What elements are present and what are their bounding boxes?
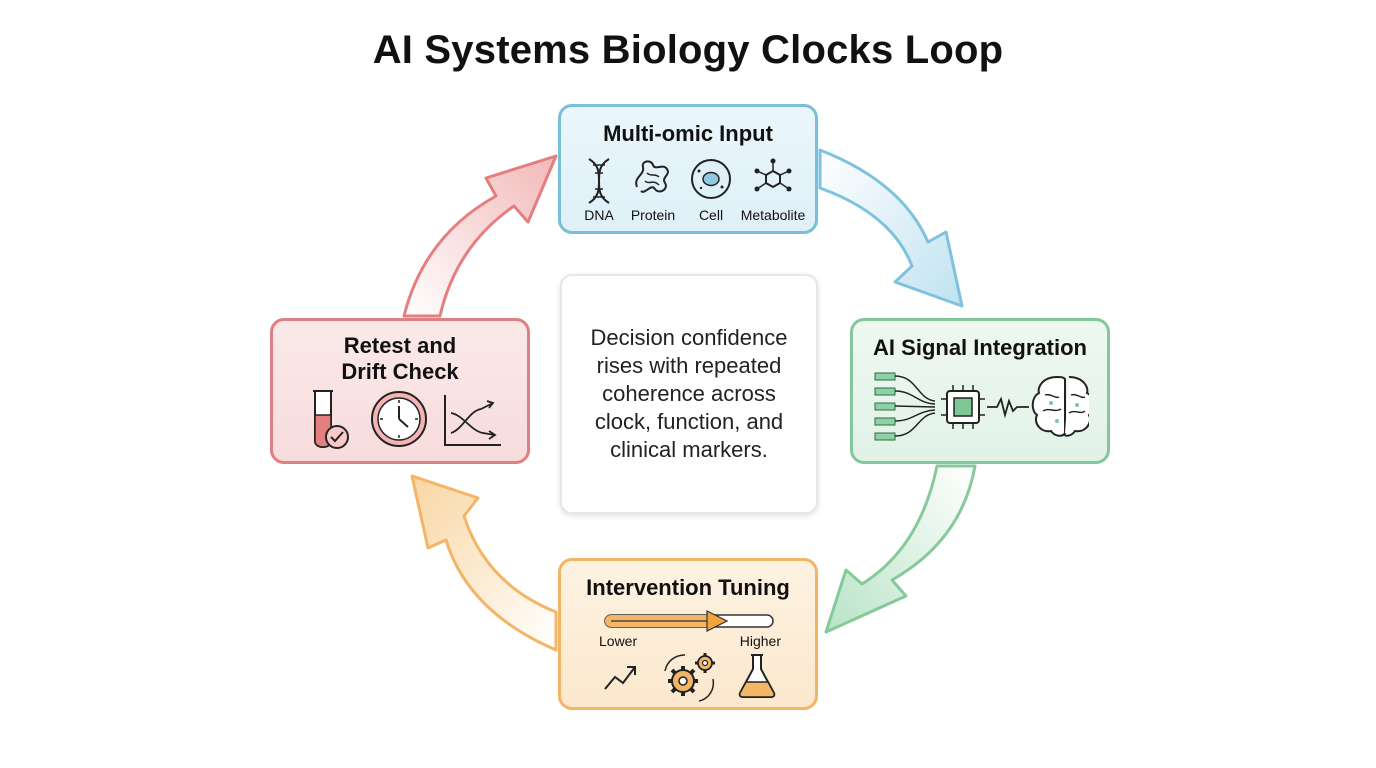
dna-icon bbox=[588, 158, 610, 204]
node-ai-signal-integration: AI Signal Integration bbox=[850, 318, 1110, 464]
arrow-tuning-to-retest bbox=[410, 474, 558, 652]
input-lines-icon bbox=[874, 372, 936, 441]
signal-wave-icon bbox=[987, 396, 1029, 419]
arrow-ai-to-tuning bbox=[824, 464, 977, 634]
node-title: AI Signal Integration bbox=[873, 335, 1087, 360]
slider-high-label: Higher bbox=[739, 633, 781, 649]
crossing-lines-chart-icon bbox=[444, 395, 501, 446]
test-tube-check-icon bbox=[313, 390, 349, 449]
node-title: Intervention Tuning bbox=[586, 575, 790, 600]
node-title-line1: Retest and bbox=[343, 333, 457, 358]
intervention-level-slider bbox=[604, 610, 774, 632]
metabolite-icon bbox=[754, 158, 792, 192]
input-item-label: Protein bbox=[630, 207, 676, 223]
input-item-label: DNA bbox=[584, 207, 614, 223]
slider-low-label: Lower bbox=[599, 633, 638, 649]
brain-icon bbox=[1031, 375, 1089, 437]
gears-icon bbox=[664, 653, 715, 702]
center-summary-text: Decision confidence rises with repeated … bbox=[590, 325, 788, 462]
ai-pipeline-graphic bbox=[874, 372, 1089, 441]
node-multi-omic-input: Multi-omic Input bbox=[558, 104, 818, 234]
trend-up-icon bbox=[604, 666, 636, 690]
chip-icon bbox=[941, 385, 985, 429]
arrow-input-to-ai bbox=[818, 148, 964, 308]
node-title-line2: Drift Check bbox=[341, 359, 459, 384]
flask-icon bbox=[738, 654, 776, 698]
protein-icon bbox=[635, 160, 669, 193]
node-retest-drift-check: Retest and Drift Check bbox=[270, 318, 530, 464]
center-summary-card: Decision confidence rises with repeated … bbox=[560, 274, 818, 514]
clock-icon bbox=[371, 391, 427, 447]
node-intervention-tuning: Intervention Tuning Lower Higher bbox=[558, 558, 818, 710]
arrow-retest-to-input bbox=[402, 154, 558, 318]
cell-icon bbox=[691, 159, 731, 199]
node-title: Multi-omic Input bbox=[603, 121, 773, 146]
input-item-label: Metabolite bbox=[740, 207, 806, 223]
page-title: AI Systems Biology Clocks Loop bbox=[372, 28, 1004, 72]
input-item-label: Cell bbox=[698, 207, 724, 223]
